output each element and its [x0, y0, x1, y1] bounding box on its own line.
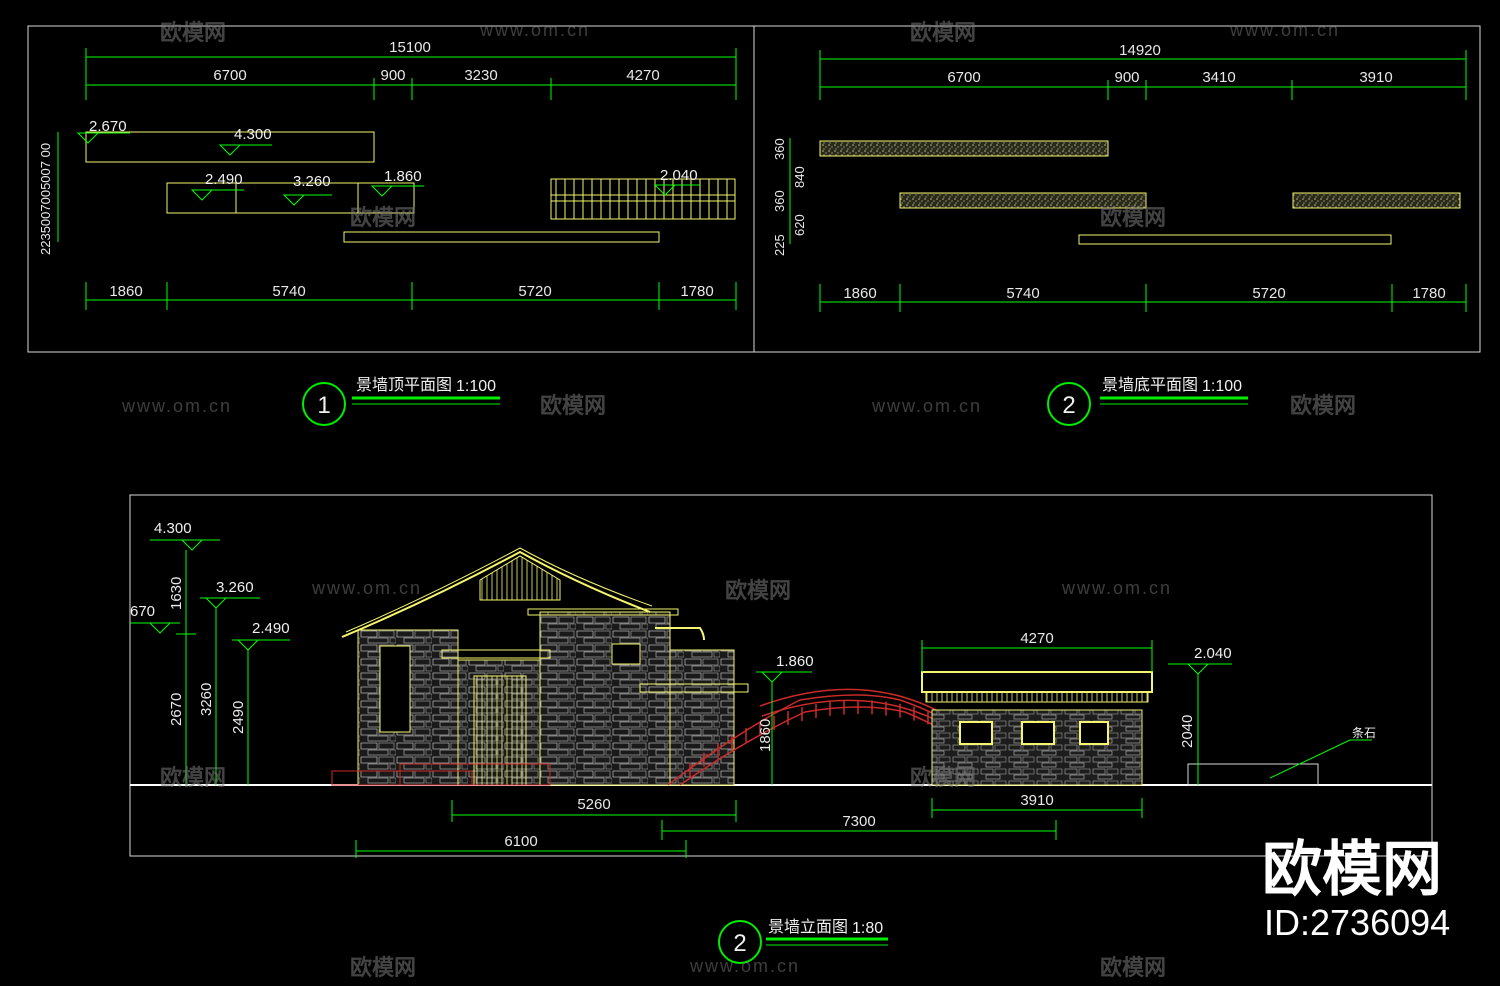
d3-bdim-2: 3910: [1020, 792, 1053, 809]
d1-seg-3: 3230: [464, 67, 497, 84]
d1-elev-6: 2.040: [660, 167, 698, 184]
d3-bdim-1: 5260: [577, 796, 610, 813]
d1-railing: [550, 178, 736, 220]
d3-vdim-3: 3260: [198, 683, 215, 716]
d1-bot-1: 1860: [109, 283, 142, 300]
d3-vdim-1: 1630: [168, 577, 185, 610]
d1-elev-5: 1.860: [384, 168, 422, 185]
d2-left-dim-2: 840: [792, 166, 807, 188]
watermark-brand: 欧模网: [1100, 205, 1166, 230]
watermark-brand: 欧模网: [910, 20, 976, 45]
d3-callout: 条石: [1352, 726, 1376, 740]
d1-elev-4: 3.260: [293, 173, 331, 190]
d1-bot-2: 5740: [272, 283, 305, 300]
d2-foundation-2: [899, 192, 1147, 209]
watermark-brand: 欧模网: [1290, 393, 1356, 418]
drawing-3-elevation: 4.300 3.260 2.490 670 1630 2670 3260 249…: [129, 494, 1433, 964]
d2-total-dim: 14920: [1119, 42, 1161, 59]
d1-seg-4: 4270: [626, 67, 659, 84]
elevation-pavilion: [921, 671, 1319, 786]
d2-left-dim-1: 360: [772, 138, 787, 160]
drawing-2-frame: [753, 25, 1481, 353]
watermark-url: www.om.cn: [689, 956, 800, 976]
d2-seg-1: 6700: [947, 69, 980, 86]
watermark-url: www.om.cn: [1229, 20, 1340, 40]
brand-logo-text: 欧模网: [1262, 836, 1442, 903]
d1-wall-1: [85, 131, 375, 163]
brand-id-text: ID:2736094: [1264, 902, 1450, 943]
d3-vdim-6: 2040: [1179, 715, 1196, 748]
d2-left-dim-5: 225: [772, 234, 787, 256]
d1-number-circle: [302, 382, 346, 426]
watermark-brand: 欧模网: [160, 765, 226, 790]
elevation-building: [331, 547, 749, 786]
d1-bot-3: 5720: [518, 283, 551, 300]
watermark-layer: 欧模网 www.om.cn 欧模网 www.om.cn 欧模网 欧模网 www.…: [121, 20, 1356, 980]
d1-seg-2: 900: [380, 67, 405, 84]
drawing-3-frame: [129, 494, 1433, 857]
d2-foundation-3: [1292, 192, 1461, 209]
watermark-brand: 欧模网: [1100, 955, 1166, 980]
d1-wall-2: [166, 182, 415, 214]
d2-foundation-4: [1078, 234, 1392, 245]
watermark-url: www.om.cn: [1061, 578, 1172, 598]
d3-bdim-4: 6100: [504, 833, 537, 850]
d3-top-dim: 4270: [1020, 630, 1053, 647]
d3-vdim-5: 1860: [757, 719, 774, 752]
watermark-brand: 欧模网: [350, 205, 416, 230]
watermark-brand: 欧模网: [160, 20, 226, 45]
d2-bot-3: 5720: [1252, 285, 1285, 302]
d1-scale: 1:100: [456, 378, 496, 395]
d3-number: 2: [733, 930, 746, 957]
d1-seg-1: 6700: [213, 67, 246, 84]
watermark-brand: 欧模网: [540, 393, 606, 418]
d1-number: 1: [317, 392, 330, 419]
d1-elev-2: 4.300: [234, 126, 272, 143]
watermark-brand: 欧模网: [725, 578, 791, 603]
d2-bot-4: 1780: [1412, 285, 1445, 302]
d3-vdim-2: 2670: [168, 693, 185, 726]
d3-level-2: 3.260: [216, 579, 254, 596]
d2-left-dim-3: 360: [772, 190, 787, 212]
d3-title: 景墙立面图: [768, 918, 848, 936]
drawing-1-top-plan: 15100 6700 900 3230 4270: [27, 25, 755, 426]
d3-level-6: 2.040: [1194, 645, 1232, 662]
d3-bdim-3: 7300: [842, 813, 875, 830]
d1-bot-4: 1780: [680, 283, 713, 300]
watermark-url: www.om.cn: [479, 20, 590, 40]
d3-vdim-4: 2490: [230, 701, 247, 734]
d1-elev-3: 2.490: [205, 171, 243, 188]
d1-wall-3: [343, 231, 660, 243]
d1-elev-1: 2.670: [89, 118, 127, 135]
d2-bot-2: 5740: [1006, 285, 1039, 302]
d2-seg-3: 3410: [1202, 69, 1235, 86]
d2-seg-4: 3910: [1359, 69, 1392, 86]
d2-number-circle: [1047, 382, 1091, 426]
d3-level-5: 1.860: [776, 653, 814, 670]
d2-seg-2: 900: [1114, 69, 1139, 86]
d2-number: 2: [1062, 392, 1075, 419]
watermark-brand: 欧模网: [350, 955, 416, 980]
d2-foundation-1: [819, 140, 1109, 157]
d2-title: 景墙底平面图: [1102, 376, 1198, 394]
drawing-2-bottom-plan: 14920 6700 900 3410 3910 360 840 360 620…: [753, 25, 1481, 426]
watermark-brand: 欧模网: [910, 765, 976, 790]
watermark-url: www.om.cn: [121, 396, 232, 416]
d1-total-dim: 15100: [389, 39, 431, 56]
d3-number-circle: [718, 920, 762, 964]
d3-level-3: 2.490: [252, 620, 290, 637]
d3-scale: 1:80: [852, 920, 883, 937]
d2-bot-1: 1860: [843, 285, 876, 302]
d1-title: 景墙顶平面图: [356, 376, 452, 394]
d2-scale: 1:100: [1202, 378, 1242, 395]
watermark-url: www.om.cn: [311, 578, 422, 598]
watermark-url: www.om.cn: [871, 396, 982, 416]
d2-left-dim-4: 620: [792, 214, 807, 236]
d3-level-1: 4.300: [154, 520, 192, 537]
d1-left-dims: 2235007005007 00: [38, 143, 53, 255]
d3-level-4: 670: [130, 603, 155, 620]
